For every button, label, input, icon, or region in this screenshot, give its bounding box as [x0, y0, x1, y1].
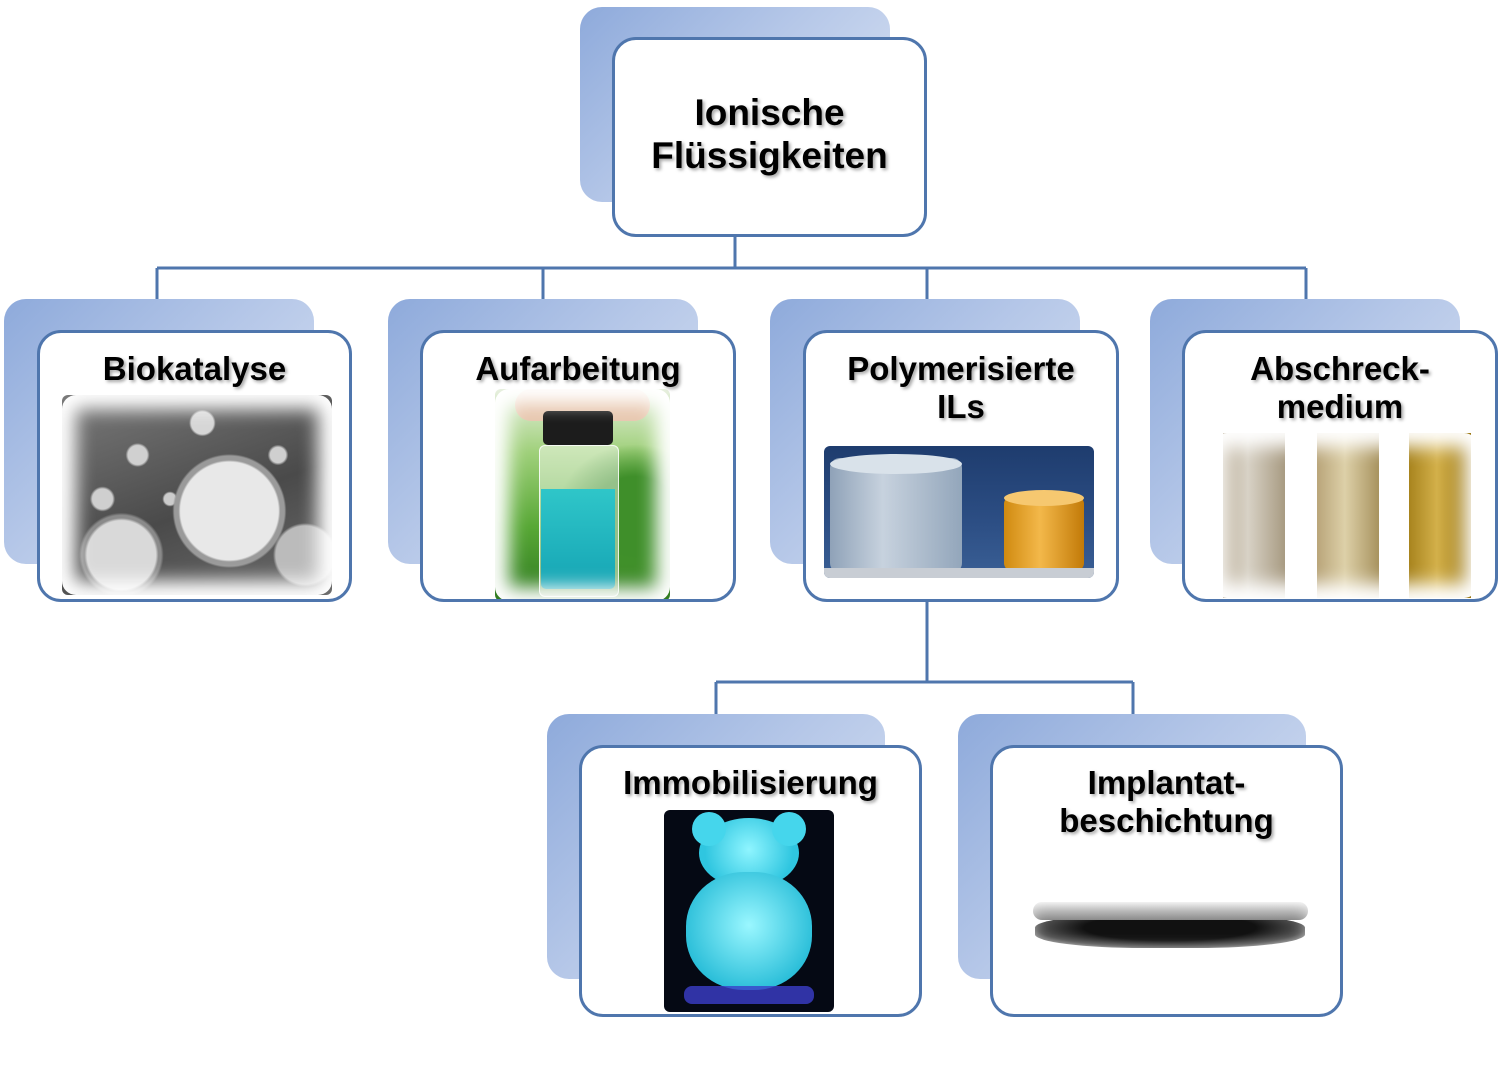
vial-cap-shape [543, 411, 613, 445]
sem-image-vignette [62, 395, 332, 595]
clear-cylinder-shape [830, 458, 962, 573]
gummy-bear-body [686, 872, 812, 990]
label-implantat-line2: beschichtung [1059, 801, 1274, 839]
label-abschreckmedium-line1: Abschreck- [1250, 350, 1430, 387]
root-label-line2: Flüssigkeiten [651, 134, 888, 176]
label-abschreckmedium-line2: medium [1276, 387, 1404, 425]
sample-bar-2 [1317, 433, 1379, 598]
root-label: Ionische Flüssigkeiten [612, 92, 927, 177]
implant-image-vignette [1015, 878, 1325, 968]
samples-image-vignette [1213, 433, 1478, 598]
label-implantatbeschichtung: Implantat- beschichtung [990, 764, 1343, 840]
label-polymerisierte-line2: ILs [937, 387, 985, 425]
coated-implant-image [1015, 878, 1325, 968]
amber-cylinder-top [1004, 490, 1084, 506]
node-aufarbeitung-card [420, 330, 736, 602]
node-abschreckmedium-card [1182, 330, 1498, 602]
vial-blue-liquid-image [495, 389, 670, 599]
quenched-samples-image [1213, 433, 1478, 598]
polymer-cylinders-image [824, 446, 1094, 578]
label-aufarbeitung: Aufarbeitung [420, 350, 736, 388]
node-polymerisierte-card [803, 330, 1119, 602]
label-polymerisierte-line1: Polymerisierte [847, 350, 1075, 387]
label-abschreckmedium: Abschreck- medium [1182, 350, 1498, 426]
label-biokatalyse: Biokatalyse [37, 350, 352, 388]
label-aufarbeitung-line1: Aufarbeitung [475, 350, 681, 387]
vial-image-vignette [495, 389, 670, 599]
glowing-gummy-bear-image [664, 810, 834, 1012]
root-node-card [612, 37, 927, 237]
gummy-bear-ear-left [692, 812, 726, 846]
vial-blue-liquid-shape [541, 489, 615, 589]
root-label-line1: Ionische [694, 92, 845, 133]
gummy-bear-ear-right [772, 812, 806, 846]
sample-bar-3 [1409, 433, 1471, 598]
node-immobilisierung-card [579, 745, 922, 1017]
label-biokatalyse-line1: Biokatalyse [102, 350, 287, 387]
implant-rod-shape [1033, 902, 1308, 920]
label-implantat-line1: Implantat- [1087, 764, 1246, 801]
clear-cylinder-top [830, 454, 962, 474]
node-implantat-card [990, 745, 1343, 1017]
sem-microparticles-image [62, 395, 332, 595]
gummy-bear-base-glow [684, 986, 814, 1004]
label-polymerisierte-ils: Polymerisierte ILs [803, 350, 1119, 426]
label-immobilisierung-line1: Immobilisierung [623, 764, 878, 801]
node-biokatalyse-card [37, 330, 352, 602]
amber-cylinder-shape [1004, 496, 1084, 571]
sample-bar-1 [1223, 433, 1285, 598]
table-surface [824, 568, 1094, 578]
label-immobilisierung: Immobilisierung [579, 764, 922, 802]
